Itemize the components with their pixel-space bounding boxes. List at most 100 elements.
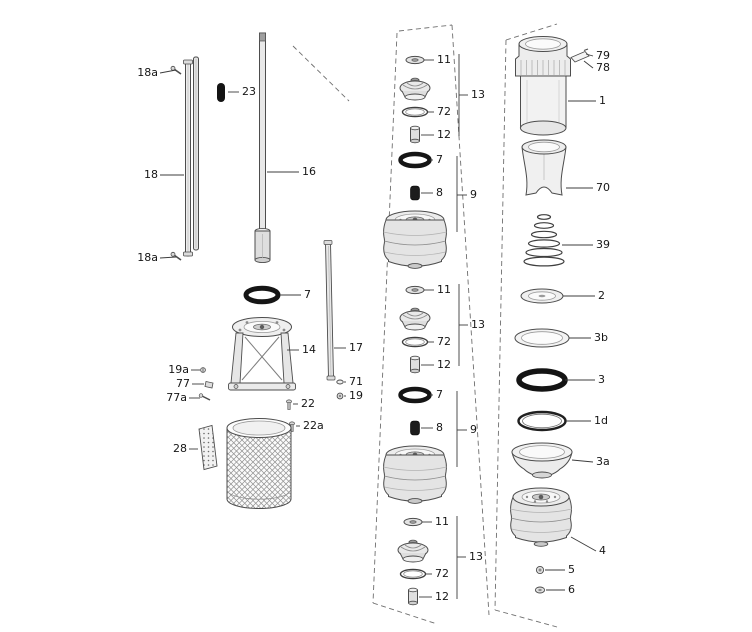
callout-19: 19 bbox=[344, 389, 363, 402]
boundary-line bbox=[494, 609, 558, 628]
callout-77: 77 bbox=[176, 377, 204, 390]
screw-part-77a bbox=[198, 393, 211, 401]
part-label-19a: 19a bbox=[168, 363, 189, 376]
boundary-line bbox=[398, 24, 453, 32]
callout-11: 11 bbox=[422, 515, 449, 528]
diffuser-part-3a bbox=[511, 442, 573, 479]
callout-78: 78 bbox=[583, 60, 610, 74]
boundary-line bbox=[505, 23, 558, 41]
part-label-17: 17 bbox=[349, 341, 363, 354]
boundary-line bbox=[372, 32, 398, 604]
washer-part-6 bbox=[534, 586, 546, 594]
callout-79: 79 bbox=[585, 49, 610, 62]
callout-18: 18 bbox=[144, 168, 184, 181]
callout-6: 6 bbox=[546, 583, 575, 596]
callout-72: 72 bbox=[428, 335, 451, 348]
nameplate-parts-78-79 bbox=[570, 48, 590, 63]
chamber-assembly-2 bbox=[383, 389, 446, 503]
leader-line bbox=[159, 69, 177, 74]
part-label-13: 13 bbox=[471, 318, 485, 331]
callout-13: 13 bbox=[456, 516, 483, 599]
clamp-part-77 bbox=[204, 381, 214, 389]
valve-plate-part-2 bbox=[520, 288, 564, 304]
right-assembly bbox=[510, 36, 590, 594]
callout-77a: 77a bbox=[166, 391, 200, 404]
screw-part-18a-bottom bbox=[170, 251, 182, 261]
part-label-19: 19 bbox=[349, 389, 363, 402]
leader-line bbox=[585, 53, 594, 57]
screw-part-19a bbox=[200, 367, 206, 373]
callout-8: 8 bbox=[421, 186, 443, 199]
boundary-line bbox=[372, 602, 438, 625]
callout-19a: 19a bbox=[168, 363, 200, 376]
valve-casing-part-1 bbox=[515, 36, 571, 136]
callout-3: 3 bbox=[565, 373, 605, 386]
bolt-part-22 bbox=[286, 399, 292, 410]
boundary-line bbox=[494, 39, 507, 611]
part-label-18a: 18a bbox=[137, 66, 158, 79]
callout-12: 12 bbox=[421, 358, 451, 371]
callout-72: 72 bbox=[428, 105, 451, 118]
part-label-7: 7 bbox=[304, 288, 311, 301]
callout-13: 13 bbox=[458, 284, 485, 366]
part-label-22a: 22a bbox=[303, 419, 324, 432]
seat-ring-part-3b bbox=[514, 328, 570, 348]
suction-strainer bbox=[226, 418, 292, 509]
callout-23: 23 bbox=[228, 85, 256, 98]
chamber-assembly-1 bbox=[383, 154, 446, 268]
part-label-5: 5 bbox=[568, 563, 575, 576]
part-label-72: 72 bbox=[437, 335, 451, 348]
callout-3a: 3a bbox=[571, 455, 610, 468]
callout-1: 1 bbox=[568, 94, 606, 107]
part-label-77: 77 bbox=[176, 377, 190, 390]
left-assembly bbox=[170, 32, 344, 509]
part-label-77a: 77a bbox=[166, 391, 187, 404]
callout-3b: 3b bbox=[569, 331, 608, 344]
callout-9: 9 bbox=[456, 391, 477, 467]
callout-11: 11 bbox=[424, 53, 451, 66]
leader-line bbox=[583, 60, 594, 69]
callout-7: 7 bbox=[430, 153, 443, 166]
callout-39: 39 bbox=[562, 238, 610, 251]
callout-71: 71 bbox=[344, 375, 363, 388]
callout-16: 16 bbox=[267, 165, 316, 178]
part-label-16: 16 bbox=[302, 165, 316, 178]
bolt-part-22a bbox=[289, 421, 295, 432]
o-ring-part-1d bbox=[517, 410, 567, 432]
boundary-line bbox=[292, 45, 350, 102]
part-label-11: 11 bbox=[437, 283, 451, 296]
part-label-2: 2 bbox=[598, 289, 605, 302]
part-label-28: 28 bbox=[173, 442, 187, 455]
part-label-11: 11 bbox=[435, 515, 449, 528]
callout-28: 28 bbox=[173, 442, 198, 455]
part-label-13: 13 bbox=[471, 88, 485, 101]
washer-part-71 bbox=[336, 379, 344, 385]
callout-12: 12 bbox=[419, 590, 449, 603]
callout-1d: 1d bbox=[566, 414, 608, 427]
valve-cone-part-70 bbox=[521, 139, 567, 196]
callout-13: 13 bbox=[458, 54, 485, 136]
leader-line bbox=[571, 459, 594, 463]
callout-22a: 22a bbox=[296, 419, 324, 432]
o-ring-part-7-left bbox=[243, 285, 281, 305]
part-label-12: 12 bbox=[437, 358, 451, 371]
callout-12: 12 bbox=[421, 128, 451, 141]
callout-7: 7 bbox=[430, 388, 443, 401]
part-label-9: 9 bbox=[470, 423, 477, 436]
guide-rail-part-17 bbox=[323, 240, 336, 381]
o-ring-part-3 bbox=[516, 368, 568, 392]
part-label-3b: 3b bbox=[594, 331, 608, 344]
callout-18a: 18a bbox=[137, 66, 177, 79]
spring-part-39 bbox=[523, 214, 565, 267]
callout-18a: 18a bbox=[137, 251, 177, 264]
cable-guard-part-23 bbox=[217, 83, 225, 102]
part-label-13: 13 bbox=[469, 550, 483, 563]
part-label-72: 72 bbox=[437, 105, 451, 118]
impeller-assembly-2 bbox=[399, 285, 431, 374]
part-label-8: 8 bbox=[436, 421, 443, 434]
part-label-1: 1 bbox=[599, 94, 606, 107]
part-label-70: 70 bbox=[596, 181, 610, 194]
part-label-79: 79 bbox=[596, 49, 610, 62]
part-label-72: 72 bbox=[435, 567, 449, 580]
